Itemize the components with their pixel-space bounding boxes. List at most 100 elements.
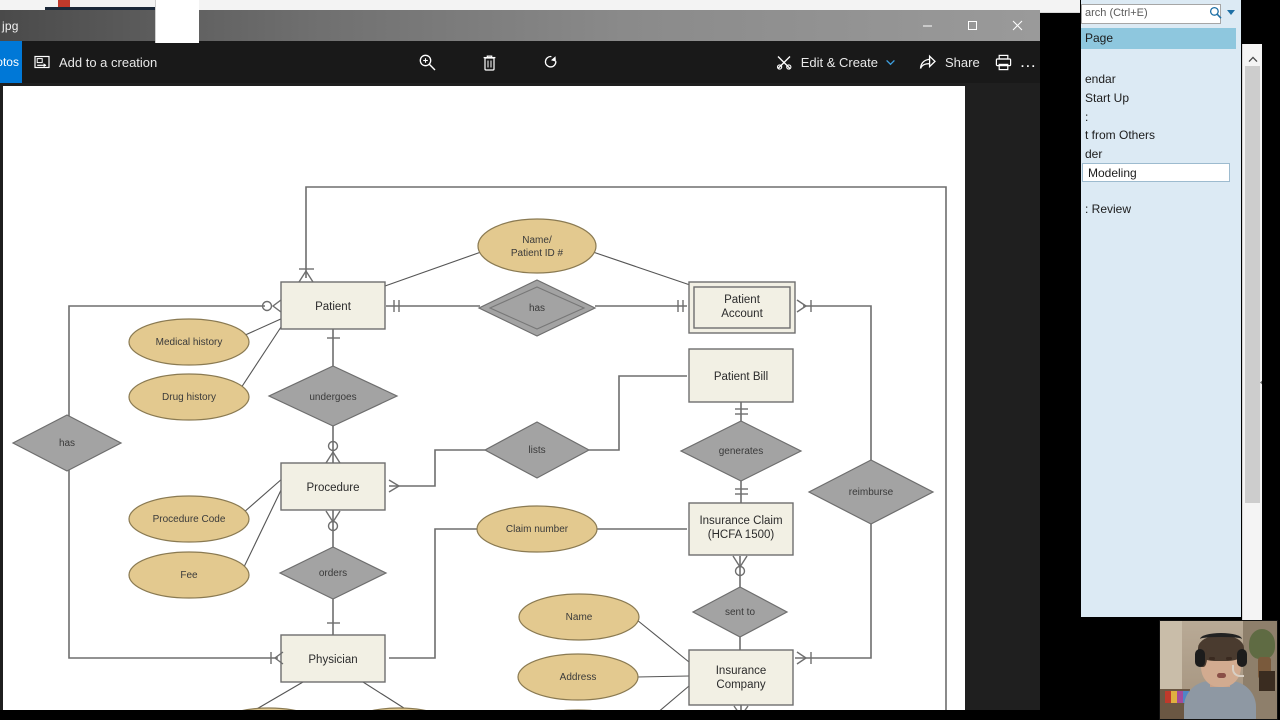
svg-text:Insurance Claim: Insurance Claim: [699, 515, 782, 527]
sidebar-item-highlighted-label: Modeling: [1088, 166, 1137, 180]
right-black-gutter: [1262, 0, 1280, 720]
entity-insurance-company: Insurance Company: [688, 649, 794, 706]
svg-text:Medical history: Medical history: [156, 337, 223, 348]
edit-and-create-button[interactable]: Edit & Create: [764, 41, 907, 83]
attribute-company-name: Name: [518, 593, 640, 641]
attribute-claim-number: Claim number: [476, 505, 598, 553]
rotate-icon[interactable]: [540, 41, 564, 83]
attribute-company-address: Address: [517, 653, 639, 701]
sidebar-item-5[interactable]: : Review: [1085, 202, 1132, 216]
photos-toolbar: hotos Add to a creation: [0, 41, 1040, 83]
svg-text:sent to: sent to: [725, 607, 755, 618]
photo-viewport[interactable]: .ln { stroke:#6e6e6e; stroke-width:1.6; …: [3, 86, 965, 718]
relationship-orders: orders: [278, 546, 388, 600]
svg-text:Drug history: Drug history: [162, 392, 216, 403]
cardinality-procedure-right: [388, 479, 401, 493]
webcam-person-torso: [1184, 681, 1256, 719]
window-controls: [905, 10, 1040, 41]
entity-patient: Patient: [280, 281, 386, 330]
cardinality-patient-left: [261, 299, 282, 313]
tab-photos[interactable]: hotos: [0, 41, 22, 83]
sidebar-item-2[interactable]: :: [1085, 110, 1089, 124]
chevron-up-icon[interactable]: [1248, 50, 1258, 68]
sidebar-item-3[interactable]: t from Others: [1085, 128, 1156, 142]
svg-text:Fee: Fee: [180, 570, 198, 581]
svg-text:generates: generates: [719, 446, 763, 457]
svg-text:has: has: [59, 438, 75, 449]
svg-text:Procedure Code: Procedure Code: [153, 514, 226, 525]
attribute-procedure-code: Procedure Code: [128, 495, 250, 543]
cardinality-company-right: [796, 651, 812, 665]
cardinality-bill-generates: [735, 408, 748, 415]
edit-and-create-label: Edit & Create: [800, 54, 879, 70]
panel-top-white-area: [155, 0, 199, 43]
sidebar-item-highlighted[interactable]: Modeling: [1082, 163, 1230, 182]
cardinality-procedure-bottom: [325, 510, 341, 532]
maximize-button[interactable]: [950, 10, 995, 41]
search-icon[interactable]: [1209, 6, 1222, 24]
svg-text:Insurance: Insurance: [716, 665, 767, 677]
svg-text:reimburse: reimburse: [849, 487, 894, 498]
webcam-overlay: [1159, 620, 1278, 720]
add-to-creation-button[interactable]: Add to a creation: [22, 41, 169, 83]
webcam-headset-mic: [1232, 665, 1244, 677]
sidebar-item-4[interactable]: der: [1085, 147, 1103, 161]
attribute-name-patient-id: Name/ Patient ID #: [477, 218, 597, 274]
cardinality-physician-left: [270, 651, 284, 665]
attribute-fee: Fee: [128, 551, 250, 599]
tab-photos-label: hotos: [0, 55, 19, 69]
cardinality-account-left: [677, 300, 684, 312]
svg-text:has: has: [529, 303, 545, 314]
sidebar-item-selected[interactable]: Page: [1081, 28, 1236, 49]
webcam-person-mouth: [1217, 673, 1226, 678]
webcam-headset-band: [1200, 633, 1242, 645]
share-button[interactable]: Share: [907, 41, 992, 83]
sidebar-item-selected-label: Page: [1085, 31, 1114, 45]
svg-text:Physician: Physician: [308, 654, 357, 666]
window-title: jpg: [2, 18, 19, 33]
webcam-person-eye-left: [1209, 657, 1215, 660]
webcam-person-eye-right: [1226, 657, 1232, 660]
zoom-in-icon[interactable]: [415, 41, 439, 83]
entity-insurance-claim: Insurance Claim (HCFA 1500): [688, 502, 794, 556]
chevron-down-icon[interactable]: [1227, 10, 1235, 15]
svg-text:Patient: Patient: [315, 301, 352, 313]
entity-physician: Physician: [280, 634, 386, 683]
svg-text:(HCFA 1500): (HCFA 1500): [708, 529, 775, 541]
cardinality-claim-bottom: [732, 555, 748, 577]
printer-icon[interactable]: [992, 41, 1016, 83]
pen-brush-icon: [776, 54, 793, 71]
er-diagram-image: .ln { stroke:#6e6e6e; stroke-width:1.6; …: [3, 86, 965, 718]
entity-patient-account: Patient Account: [688, 281, 796, 334]
svg-text:Address: Address: [560, 672, 597, 683]
relationship-generates: generates: [679, 420, 803, 482]
bottom-black-bar: [0, 710, 1280, 720]
scrollbar-thumb[interactable]: [1245, 66, 1260, 503]
search-input[interactable]: arch (Ctrl+E): [1081, 4, 1221, 24]
svg-text:Claim number: Claim number: [506, 524, 569, 535]
cardinality-undergoes-procedure: [325, 440, 341, 464]
pdf-icon: [58, 0, 70, 7]
svg-text:Procedure: Procedure: [306, 482, 359, 494]
photos-app-window: jpg hotos: [0, 10, 1040, 720]
webcam-headset-cup-left: [1195, 649, 1205, 667]
add-to-creation-label: Add to a creation: [58, 54, 158, 70]
relationship-has-account: has: [477, 279, 597, 337]
entity-procedure: Procedure: [280, 462, 386, 511]
webcam-headset-cup-right: [1237, 649, 1247, 667]
relationship-has-left: has: [11, 414, 123, 472]
cardinality-patient-top: [298, 268, 314, 283]
svg-text:Account: Account: [721, 308, 763, 320]
entity-patient-bill: Patient Bill: [688, 348, 794, 403]
sidebar-item-0[interactable]: endar: [1085, 72, 1116, 86]
trash-icon[interactable]: [477, 41, 501, 83]
webcam-books: [1165, 691, 1189, 703]
minimize-button[interactable]: [905, 10, 950, 41]
sidebar-item-1[interactable]: Start Up: [1085, 91, 1130, 105]
panel-scrollbar[interactable]: [1242, 44, 1262, 620]
svg-text:Patient ID #: Patient ID #: [511, 248, 564, 259]
more-options-button[interactable]: …: [1016, 41, 1040, 83]
attribute-drug-history: Drug history: [128, 373, 250, 421]
close-button[interactable]: [995, 10, 1040, 41]
